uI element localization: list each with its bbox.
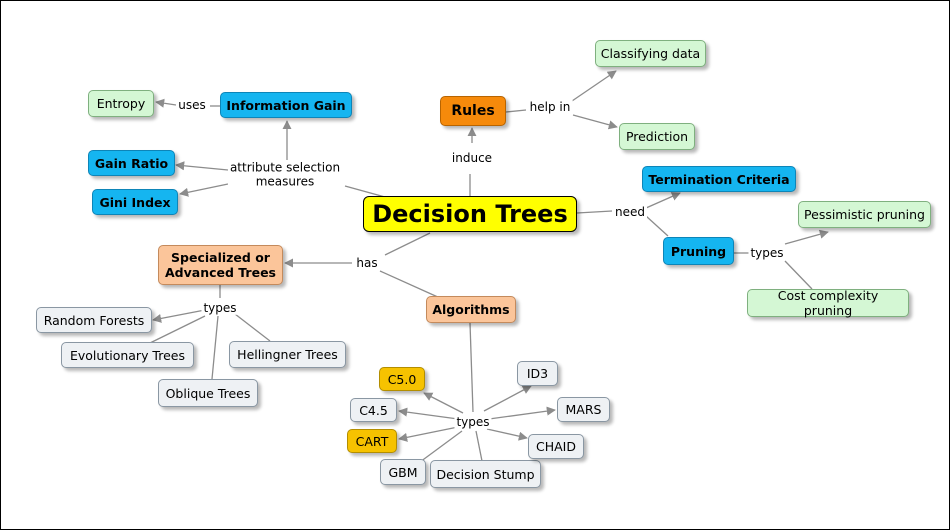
node-gbm[interactable]: GBM bbox=[380, 459, 426, 485]
connector-typesa-27 bbox=[398, 407, 459, 420]
node-hellingner-trees[interactable]: Hellingner Trees bbox=[229, 341, 346, 368]
node-decision-stump[interactable]: Decision Stump bbox=[430, 460, 541, 488]
link-label-types-specialized: types bbox=[201, 300, 239, 316]
node-decision-trees[interactable]: Decision Trees bbox=[363, 196, 577, 232]
node-gain-ratio[interactable]: Gain Ratio bbox=[88, 150, 175, 176]
connector-typesp-15 bbox=[784, 229, 829, 245]
node-pruning[interactable]: Pruning bbox=[663, 237, 734, 265]
node-classifying-data[interactable]: Classifying data bbox=[595, 40, 706, 67]
connector-has-17 bbox=[384, 232, 431, 256]
node-c50[interactable]: C5.0 bbox=[379, 367, 425, 391]
connector-asm-9 bbox=[175, 161, 229, 171]
connector-typess-23 bbox=[234, 313, 271, 342]
connector-typesa-33 bbox=[486, 428, 528, 441]
node-cart[interactable]: CART bbox=[347, 429, 397, 453]
node-entropy[interactable]: Entropy bbox=[88, 90, 154, 117]
node-oblique-trees[interactable]: Oblique Trees bbox=[158, 379, 258, 407]
connector-helpin-2 bbox=[505, 109, 527, 113]
connector-typess-22 bbox=[149, 315, 206, 344]
link-label-uses: uses bbox=[176, 97, 208, 113]
node-pessimistic-pruning[interactable]: Pessimistic pruning bbox=[798, 201, 931, 228]
node-information-gain[interactable]: Information Gain bbox=[220, 92, 352, 118]
link-label-types-pruning: types bbox=[748, 245, 786, 261]
connector-typesa-29 bbox=[419, 430, 463, 463]
connector-asm-7 bbox=[344, 185, 386, 198]
link-label-induce: induce bbox=[449, 150, 495, 166]
node-evolutionary-trees[interactable]: Evolutionary Trees bbox=[61, 342, 194, 368]
node-specialized-advanced-trees[interactable]: Specialized or Advanced Trees bbox=[158, 245, 283, 285]
link-label-asm-line1: attribute selection bbox=[229, 160, 341, 175]
link-label-asm-line2: measures bbox=[255, 175, 315, 189]
node-rules[interactable]: Rules bbox=[440, 96, 506, 126]
link-label-types-algorithms: types bbox=[454, 414, 492, 430]
node-specialized-line2: Advanced Trees bbox=[164, 265, 276, 280]
connector-typesa-26 bbox=[423, 392, 464, 414]
connector-helpin-3 bbox=[571, 70, 617, 102]
connector-typesp-16 bbox=[784, 260, 813, 290]
node-chaid[interactable]: CHAID bbox=[528, 434, 584, 459]
link-label-has: has bbox=[354, 255, 380, 271]
node-c45[interactable]: C4.5 bbox=[350, 398, 397, 422]
link-label-need: need bbox=[613, 204, 647, 220]
node-id3[interactable]: ID3 bbox=[517, 361, 558, 386]
connector-typesa-30 bbox=[475, 430, 483, 462]
connector-need-12 bbox=[645, 192, 681, 209]
connector-typesa-25 bbox=[469, 322, 474, 413]
link-label-attribute-selection: attribute selection measures bbox=[227, 160, 343, 190]
connector-uses-6 bbox=[155, 98, 177, 108]
node-algorithms[interactable]: Algorithms bbox=[426, 296, 516, 323]
node-prediction[interactable]: Prediction bbox=[619, 123, 695, 150]
connector-typess-24 bbox=[211, 315, 219, 380]
node-termination-criteria[interactable]: Termination Criteria bbox=[642, 166, 796, 192]
connector-lines bbox=[149, 70, 829, 463]
node-specialized-line1: Specialized or bbox=[171, 250, 270, 265]
node-gini-index[interactable]: Gini Index bbox=[92, 189, 178, 215]
connector-has-19 bbox=[379, 270, 441, 299]
connector-typesa-28 bbox=[398, 426, 459, 442]
node-mars[interactable]: MARS bbox=[557, 397, 610, 422]
connector-typess-21 bbox=[152, 309, 206, 323]
link-label-help-in: help in bbox=[527, 99, 573, 115]
connector-typesa-31 bbox=[483, 385, 532, 412]
connector-need-13 bbox=[645, 215, 669, 237]
connector-asm-10 bbox=[179, 183, 229, 197]
connector-need-11 bbox=[576, 210, 613, 214]
node-cost-complexity-pruning[interactable]: Cost complexity pruning bbox=[747, 288, 909, 318]
node-random-forests[interactable]: Random Forests bbox=[36, 307, 152, 333]
connector-typesa-32 bbox=[488, 406, 556, 420]
connector-helpin-4 bbox=[572, 114, 618, 130]
